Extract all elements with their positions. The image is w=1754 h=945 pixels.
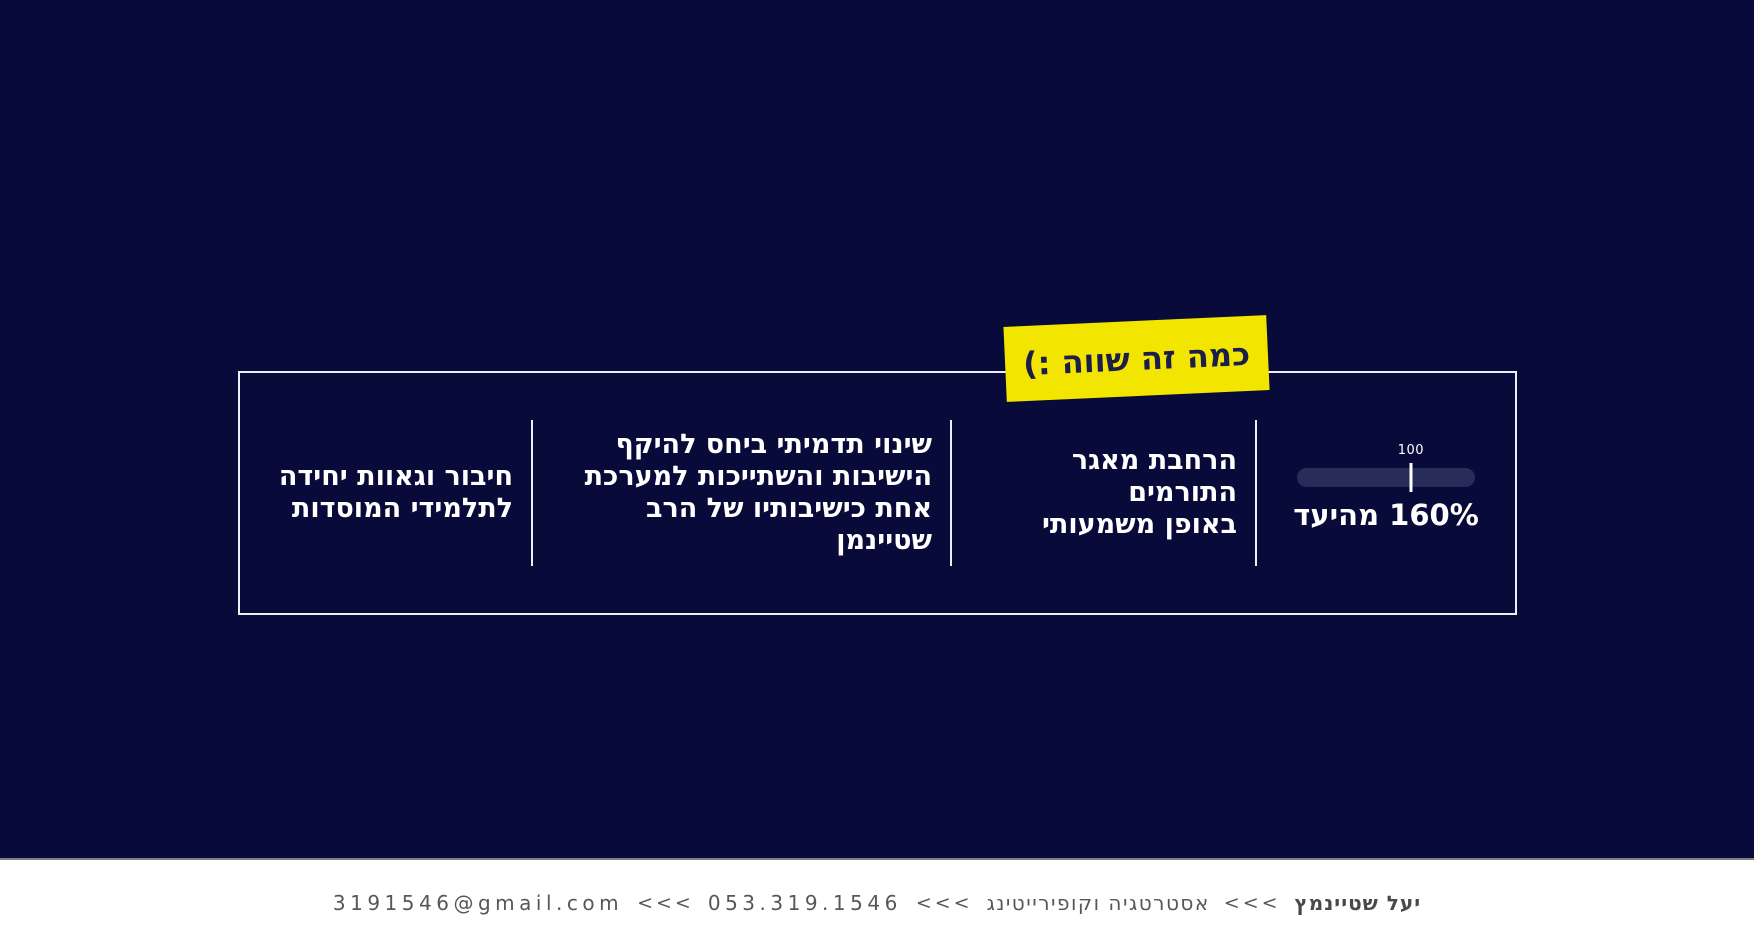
footer-separator: <<< <box>1223 891 1281 914</box>
footer-name: יעל שטיינמץ <box>1294 890 1422 915</box>
footer-role: אסטרטגיה וקופירייטינג <box>986 890 1210 915</box>
stat-column: 100 160% מהיעד <box>1257 373 1515 613</box>
column-divider <box>950 420 952 566</box>
results-box: 100 160% מהיעד הרחבת מאגר התורמים באופן … <box>238 371 1517 615</box>
result-column-pride: חיבור וגאוות יחידה לתלמידי המוסדות <box>240 373 531 613</box>
footer-phone: 053.319.1546 <box>707 890 902 915</box>
result-text: חיבור וגאוות יחידה לתלמידי המוסדות <box>278 461 513 524</box>
badge-label: כמה זה שווה :) <box>1022 334 1251 383</box>
highlight-badge: כמה זה שווה :) <box>1003 315 1270 402</box>
goal-gauge-track: 100 <box>1297 443 1475 492</box>
result-text: הרחבת מאגר התורמים באופן משמעותי <box>1041 445 1237 540</box>
column-divider <box>531 420 533 566</box>
footer-email: 3191546@gmail.com <box>332 890 624 915</box>
achievement-caption: 160% מהיעד <box>1293 498 1479 532</box>
result-column-donors: הרחבת מאגר התורמים באופן משמעותי <box>952 373 1255 613</box>
column-divider <box>1255 420 1257 566</box>
footer-credit: יעל שטיינמץ <<< אסטרטגיה וקופירייטינג <<… <box>333 891 1421 915</box>
goal-marker-line <box>1409 463 1413 492</box>
footer-separator: <<< <box>915 891 973 914</box>
footer-bar: יעל שטיינמץ <<< אסטרטגיה וקופירייטינג <<… <box>0 858 1754 945</box>
result-column-image: שינוי תדמיתי ביחס להיקף הישיבות והשתייכו… <box>533 373 950 613</box>
goal-marker-label: 100 <box>1397 443 1425 458</box>
footer-separator: <<< <box>637 891 694 914</box>
result-text: שינוי תדמיתי ביחס להיקף הישיבות והשתייכו… <box>584 429 932 556</box>
